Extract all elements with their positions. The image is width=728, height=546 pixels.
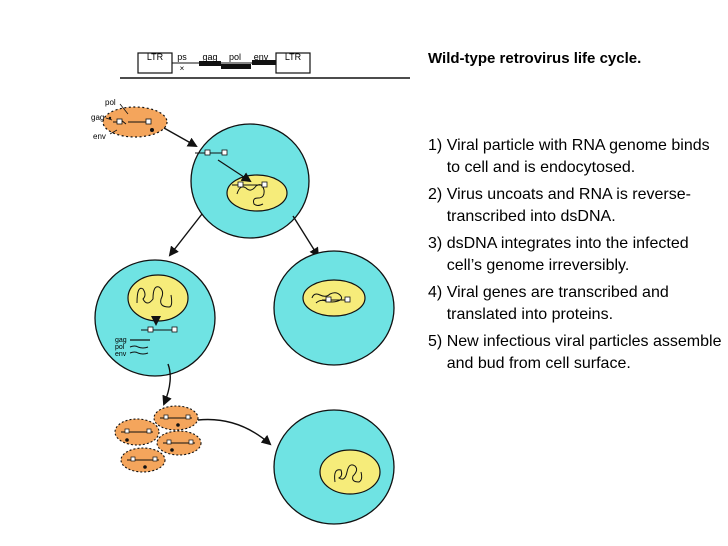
arrow-to-cell-3 (292, 215, 320, 258)
ltr-left-label: LTR (147, 52, 164, 62)
ltr-right-label: LTR (285, 52, 302, 62)
cell-pol-label: pol (115, 344, 125, 351)
arrow-to-cell-2 (168, 213, 203, 257)
cell-3-nucleus (302, 279, 366, 317)
step-text: Viral genes are transcribed and translat… (446, 284, 669, 323)
incoming-virus-particle: pol gag env (91, 98, 168, 141)
new-particle-3 (156, 430, 202, 456)
genome-map: LTR ps gag pol env LTR × (120, 52, 410, 79)
cell-1 (190, 123, 310, 239)
pol-label: pol (229, 52, 241, 62)
step-text: New infectious viral particles assemble … (446, 333, 722, 372)
step-item: 3) dsDNA integrates into the infected ce… (428, 233, 723, 276)
cell-gag-label: gag (115, 337, 127, 344)
step-item: 1) Viral particle with RNA genome binds … (428, 135, 723, 178)
diagram-title: Wild-type retrovirus life cycle. (428, 50, 642, 67)
step-text: Virus uncoats and RNA is reverse-transcr… (446, 186, 691, 225)
budding-arrow (162, 363, 172, 406)
step-text: Viral particle with RNA genome binds to … (446, 137, 710, 176)
particle-pol-label: pol (105, 98, 116, 107)
pol-bar (221, 64, 251, 69)
step-number: 4) (428, 284, 443, 301)
cell-2: gag pol env (94, 259, 216, 377)
step-item: 2) Virus uncoats and RNA is reverse-tran… (428, 184, 723, 227)
entry-arrow (163, 127, 198, 147)
steps-list: 1) Viral particle with RNA genome binds … (428, 135, 723, 380)
particle-gag-label: gag (91, 113, 104, 122)
gag-label: gag (202, 52, 217, 62)
ps-label: ps (177, 52, 187, 62)
env-label: env (254, 52, 269, 62)
cell-3 (273, 250, 395, 366)
step-number: 1) (428, 137, 443, 154)
step-number: 2) (428, 186, 443, 203)
step-item: 4) Viral genes are transcribed and trans… (428, 282, 723, 325)
psi-mark: × (180, 64, 185, 73)
new-particle-4 (120, 447, 166, 473)
new-particle-1 (153, 405, 199, 431)
step-number: 5) (428, 333, 443, 350)
step-text: dsDNA integrates into the infected cell’… (446, 235, 689, 274)
new-viral-particles (114, 405, 202, 473)
cell-4 (273, 409, 395, 525)
particle-env-label: env (93, 132, 106, 141)
step-number: 3) (428, 235, 443, 252)
cell-env-label: env (115, 351, 127, 358)
infection-arrow (197, 418, 272, 446)
cell-4-nucleus (319, 449, 381, 495)
step-item: 5) New infectious viral particles assemb… (428, 331, 723, 374)
gag-bar (199, 61, 221, 66)
env-bar (252, 60, 276, 65)
new-particle-2 (114, 418, 160, 446)
